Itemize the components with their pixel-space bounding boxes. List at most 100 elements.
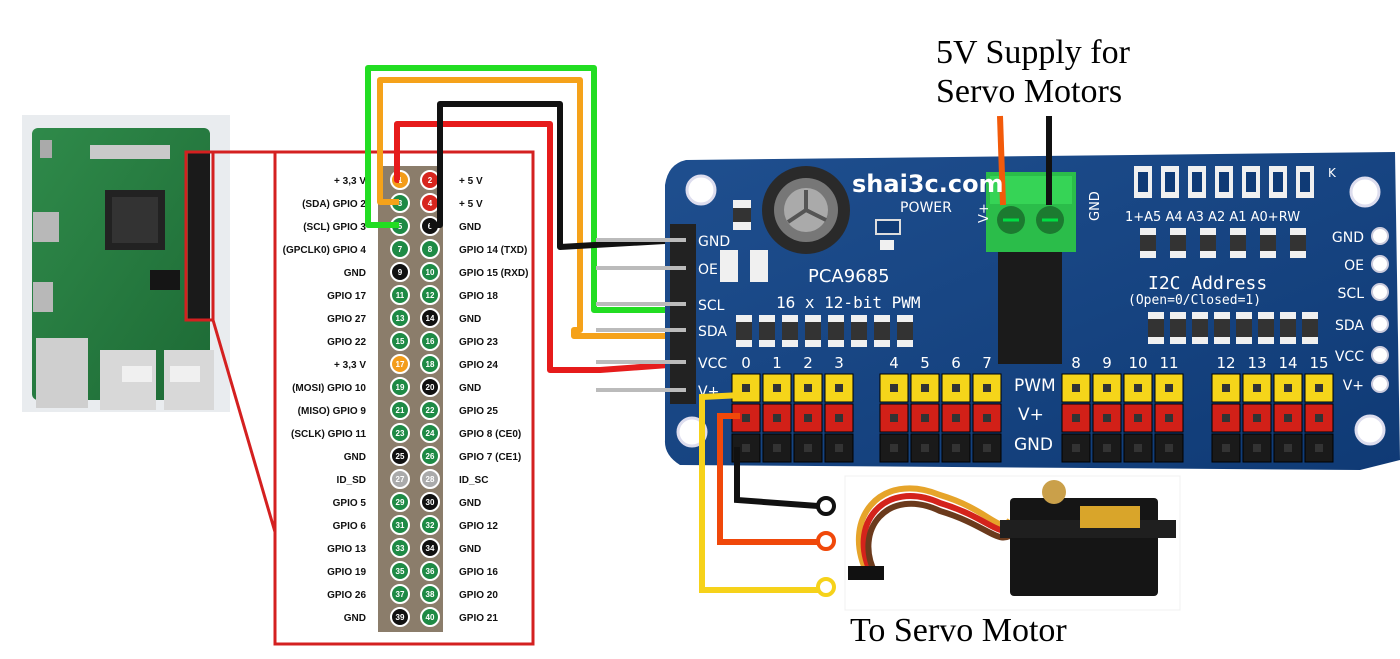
edge-pad xyxy=(1371,346,1389,364)
pin-number: 19 xyxy=(396,383,405,392)
pin-label-left: GPIO 26 xyxy=(327,590,366,601)
gpio-pin xyxy=(420,331,440,351)
pin-label-right: GPIO 18 xyxy=(459,291,498,302)
pinout-highlight xyxy=(184,150,535,646)
pin-label-right: GND xyxy=(459,314,481,325)
row-label-pwm: PWM xyxy=(1014,376,1056,396)
servo-header-pin xyxy=(941,373,971,403)
supply-wire-orange xyxy=(997,115,1006,206)
edge-pad xyxy=(1371,283,1389,301)
pin-number: 37 xyxy=(396,590,405,599)
pin-label-right: GPIO 8 (CE0) xyxy=(459,429,521,440)
terminal-gnd-label: GND xyxy=(1088,191,1103,221)
pin-number: 17 xyxy=(396,360,405,369)
header-pin xyxy=(596,238,686,242)
servo-header-pin xyxy=(1154,403,1184,433)
gpio-pin xyxy=(390,331,410,351)
pin-number: 10 xyxy=(426,268,435,277)
pin-label-left: (SCL) GPIO 3 xyxy=(303,222,366,233)
rpi-gpio-header xyxy=(188,152,210,320)
pin-number: 16 xyxy=(426,337,435,346)
i2c-wires xyxy=(365,65,683,373)
pin-number: 39 xyxy=(396,613,405,622)
gpio-pin xyxy=(420,492,440,512)
right-pin-label: V+ xyxy=(1343,378,1364,394)
pin-label-right: ID_SC xyxy=(459,475,488,486)
channel-label: 14 xyxy=(1278,354,1297,372)
channel-label: 7 xyxy=(982,354,992,372)
servo-wire-orange xyxy=(717,413,818,545)
pin-label-right: GND xyxy=(459,383,481,394)
pin-label-left: GPIO 27 xyxy=(327,314,366,325)
gpio-pin xyxy=(390,469,410,489)
gpio-pin xyxy=(420,285,440,305)
gpio-pin xyxy=(390,285,410,305)
servo-header-pin xyxy=(1211,403,1241,433)
pin-number: 29 xyxy=(396,498,405,507)
pin-number: 23 xyxy=(396,429,405,438)
gpio-pin xyxy=(420,561,440,581)
gpio-pin xyxy=(390,354,410,374)
gpio-pin xyxy=(420,308,440,328)
gpio-pin xyxy=(420,538,440,558)
right-pin-label: OE xyxy=(1344,258,1364,274)
pca9685-chip xyxy=(998,236,1062,364)
servo-caption: To Servo Motor xyxy=(850,612,1067,649)
left-pin-label: VCC xyxy=(698,356,727,372)
pin-number: 32 xyxy=(426,521,435,530)
gpio-pin xyxy=(420,446,440,466)
pin-label-right: GPIO 24 xyxy=(459,360,498,371)
servo-header-pin xyxy=(762,433,792,463)
pin-label-right: GND xyxy=(459,498,481,509)
gpio-pin xyxy=(390,377,410,397)
pin-label-right: + 5 V xyxy=(459,199,483,210)
edge-pad xyxy=(1371,255,1389,273)
pin-number: 38 xyxy=(426,590,435,599)
pin-label-left: + 3,3 V xyxy=(334,360,366,371)
channel-label: 13 xyxy=(1247,354,1266,372)
gpio-pin xyxy=(420,400,440,420)
gpio-pin xyxy=(420,515,440,535)
right-pin-label: GND xyxy=(1332,230,1364,246)
channel-label: 2 xyxy=(803,354,813,372)
edge-pad xyxy=(1371,375,1389,393)
pin-number: 31 xyxy=(396,521,405,530)
pin-label-right: GPIO 20 xyxy=(459,590,498,601)
left-pin-label: GND xyxy=(698,234,730,250)
gpio-pin xyxy=(420,469,440,489)
brand-label: shai3c.com xyxy=(852,170,1004,198)
pin-label-left: ID_SD xyxy=(337,475,366,486)
gpio-pin xyxy=(390,308,410,328)
address-jumpers xyxy=(720,166,1314,282)
left-pin-label: SDA xyxy=(698,324,727,340)
channel-label: 5 xyxy=(920,354,930,372)
pin-label-left: GND xyxy=(344,452,366,463)
resistor-array-right xyxy=(1148,312,1318,344)
pin-label-right: GPIO 25 xyxy=(459,406,498,417)
gpio-pin xyxy=(390,262,410,282)
servo-wire-black xyxy=(734,447,819,509)
pin-number: 34 xyxy=(426,544,435,553)
left-pin-label: OE xyxy=(698,262,718,278)
wire-gnd-black xyxy=(430,101,683,250)
gpio-pin xyxy=(420,607,440,627)
i2c-title: I2C Address xyxy=(1148,273,1267,294)
pin-label-right: GND xyxy=(459,544,481,555)
servo-wire-yellow xyxy=(699,392,818,593)
pin-number: 15 xyxy=(396,337,405,346)
pin-label-left: GPIO 22 xyxy=(327,337,366,348)
edge-pad xyxy=(1371,315,1389,333)
pin-label-left: GPIO 19 xyxy=(327,567,366,578)
wire-scl-green xyxy=(365,65,682,313)
pin-label-left: GPIO 13 xyxy=(327,544,366,555)
pin-number: 25 xyxy=(396,452,405,461)
i2c-subtitle: (Open=0/Closed=1) xyxy=(1128,293,1261,308)
pwm-desc-label: 16 x 12-bit PWM xyxy=(776,293,921,312)
pin-number: 11 xyxy=(396,291,405,300)
gpio-pin xyxy=(390,400,410,420)
